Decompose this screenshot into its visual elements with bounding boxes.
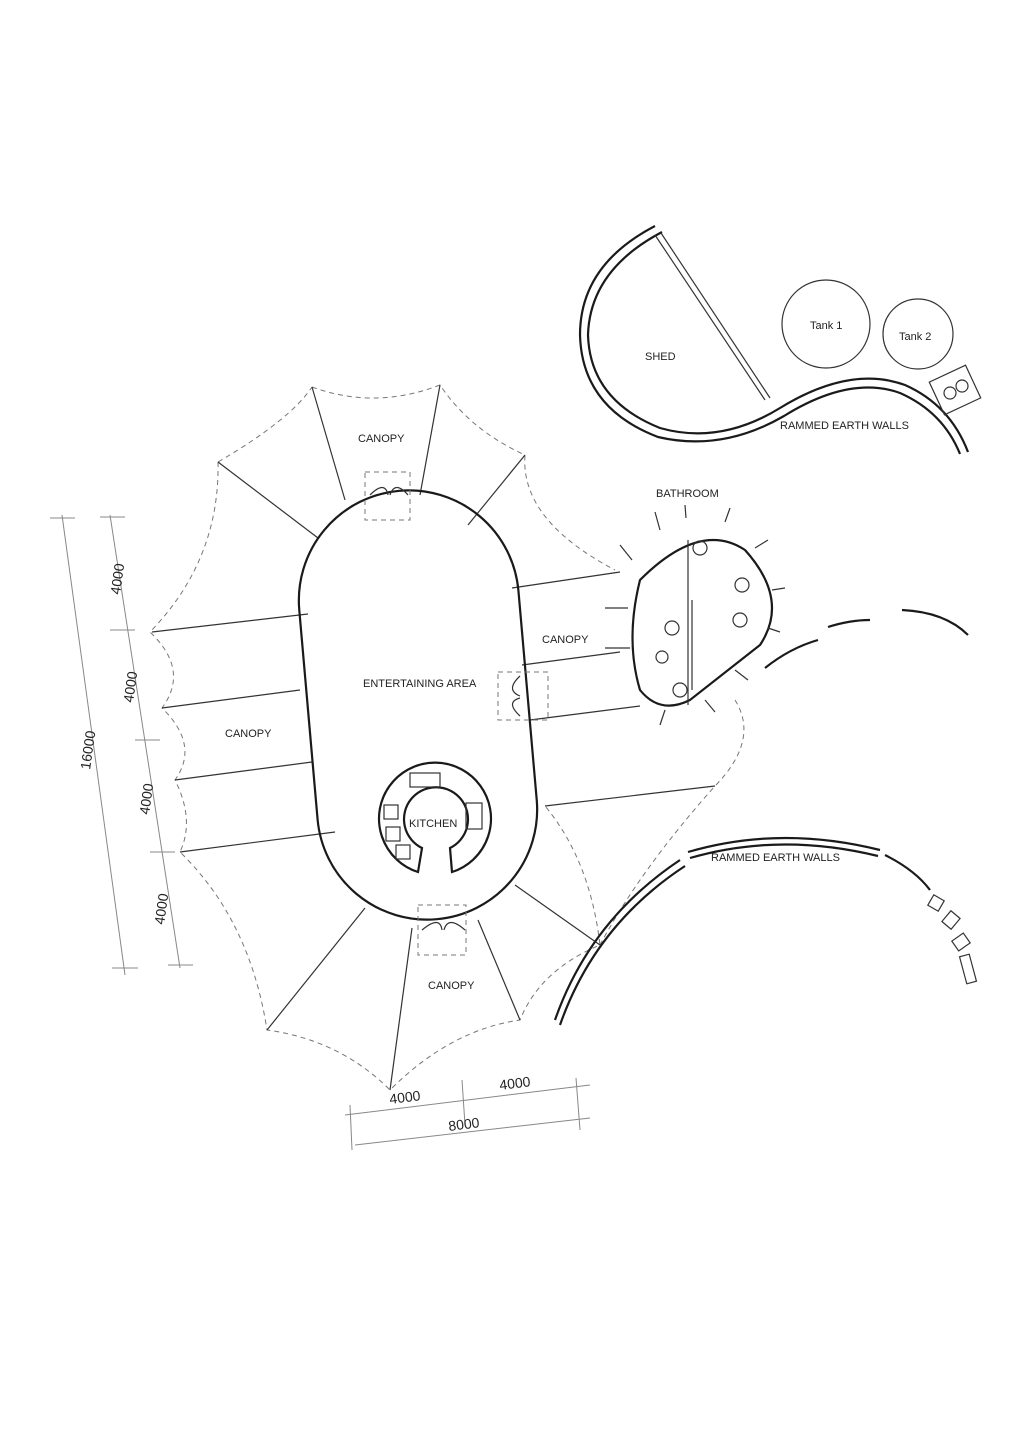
dim-bottom-1: 4000: [388, 1087, 421, 1107]
kitchen-island: [377, 761, 493, 874]
label-rammed-earth-walls-bottom: RAMMED EARTH WALLS: [711, 852, 840, 864]
dim-bottom-total: 8000: [447, 1114, 480, 1134]
dimension-lines: [50, 514, 591, 1151]
dim-left-2: 4000: [120, 670, 140, 703]
label-tank-2: Tank 2: [899, 331, 931, 343]
shed-partition: [654, 234, 766, 401]
shed-wall: [586, 231, 970, 453]
tank-2: [882, 298, 954, 370]
dim-left-1: 4000: [107, 562, 127, 595]
rammed-earth-walls-bottom: [553, 608, 978, 1026]
label-canopy-left: CANOPY: [225, 728, 272, 740]
door-bottom: [417, 904, 467, 956]
entertaining-area-wall: [297, 489, 539, 921]
tank-1: [781, 279, 871, 369]
label-kitchen: KITCHEN: [409, 818, 457, 830]
label-canopy-bottom: CANOPY: [428, 980, 475, 992]
canopy-cables: [151, 384, 716, 1091]
label-shed: SHED: [645, 351, 676, 363]
dim-left-3: 4000: [136, 782, 156, 815]
dim-bottom-2: 4000: [498, 1073, 531, 1093]
canopy-outline: [149, 384, 745, 1091]
bathroom-pod: [605, 504, 786, 726]
door-top: [364, 471, 411, 521]
label-canopy-top: CANOPY: [358, 433, 405, 445]
label-bathroom: BATHROOM: [656, 488, 719, 500]
dim-left-total: 16000: [77, 729, 98, 770]
pump-box: [928, 364, 982, 416]
label-rammed-earth-walls-top: RAMMED EARTH WALLS: [780, 420, 909, 432]
label-canopy-right: CANOPY: [542, 634, 589, 646]
door-right: [497, 671, 549, 721]
label-tank-1: Tank 1: [810, 320, 842, 332]
dim-left-4: 4000: [151, 892, 171, 925]
label-entertaining-area: ENTERTAINING AREA: [363, 678, 477, 690]
